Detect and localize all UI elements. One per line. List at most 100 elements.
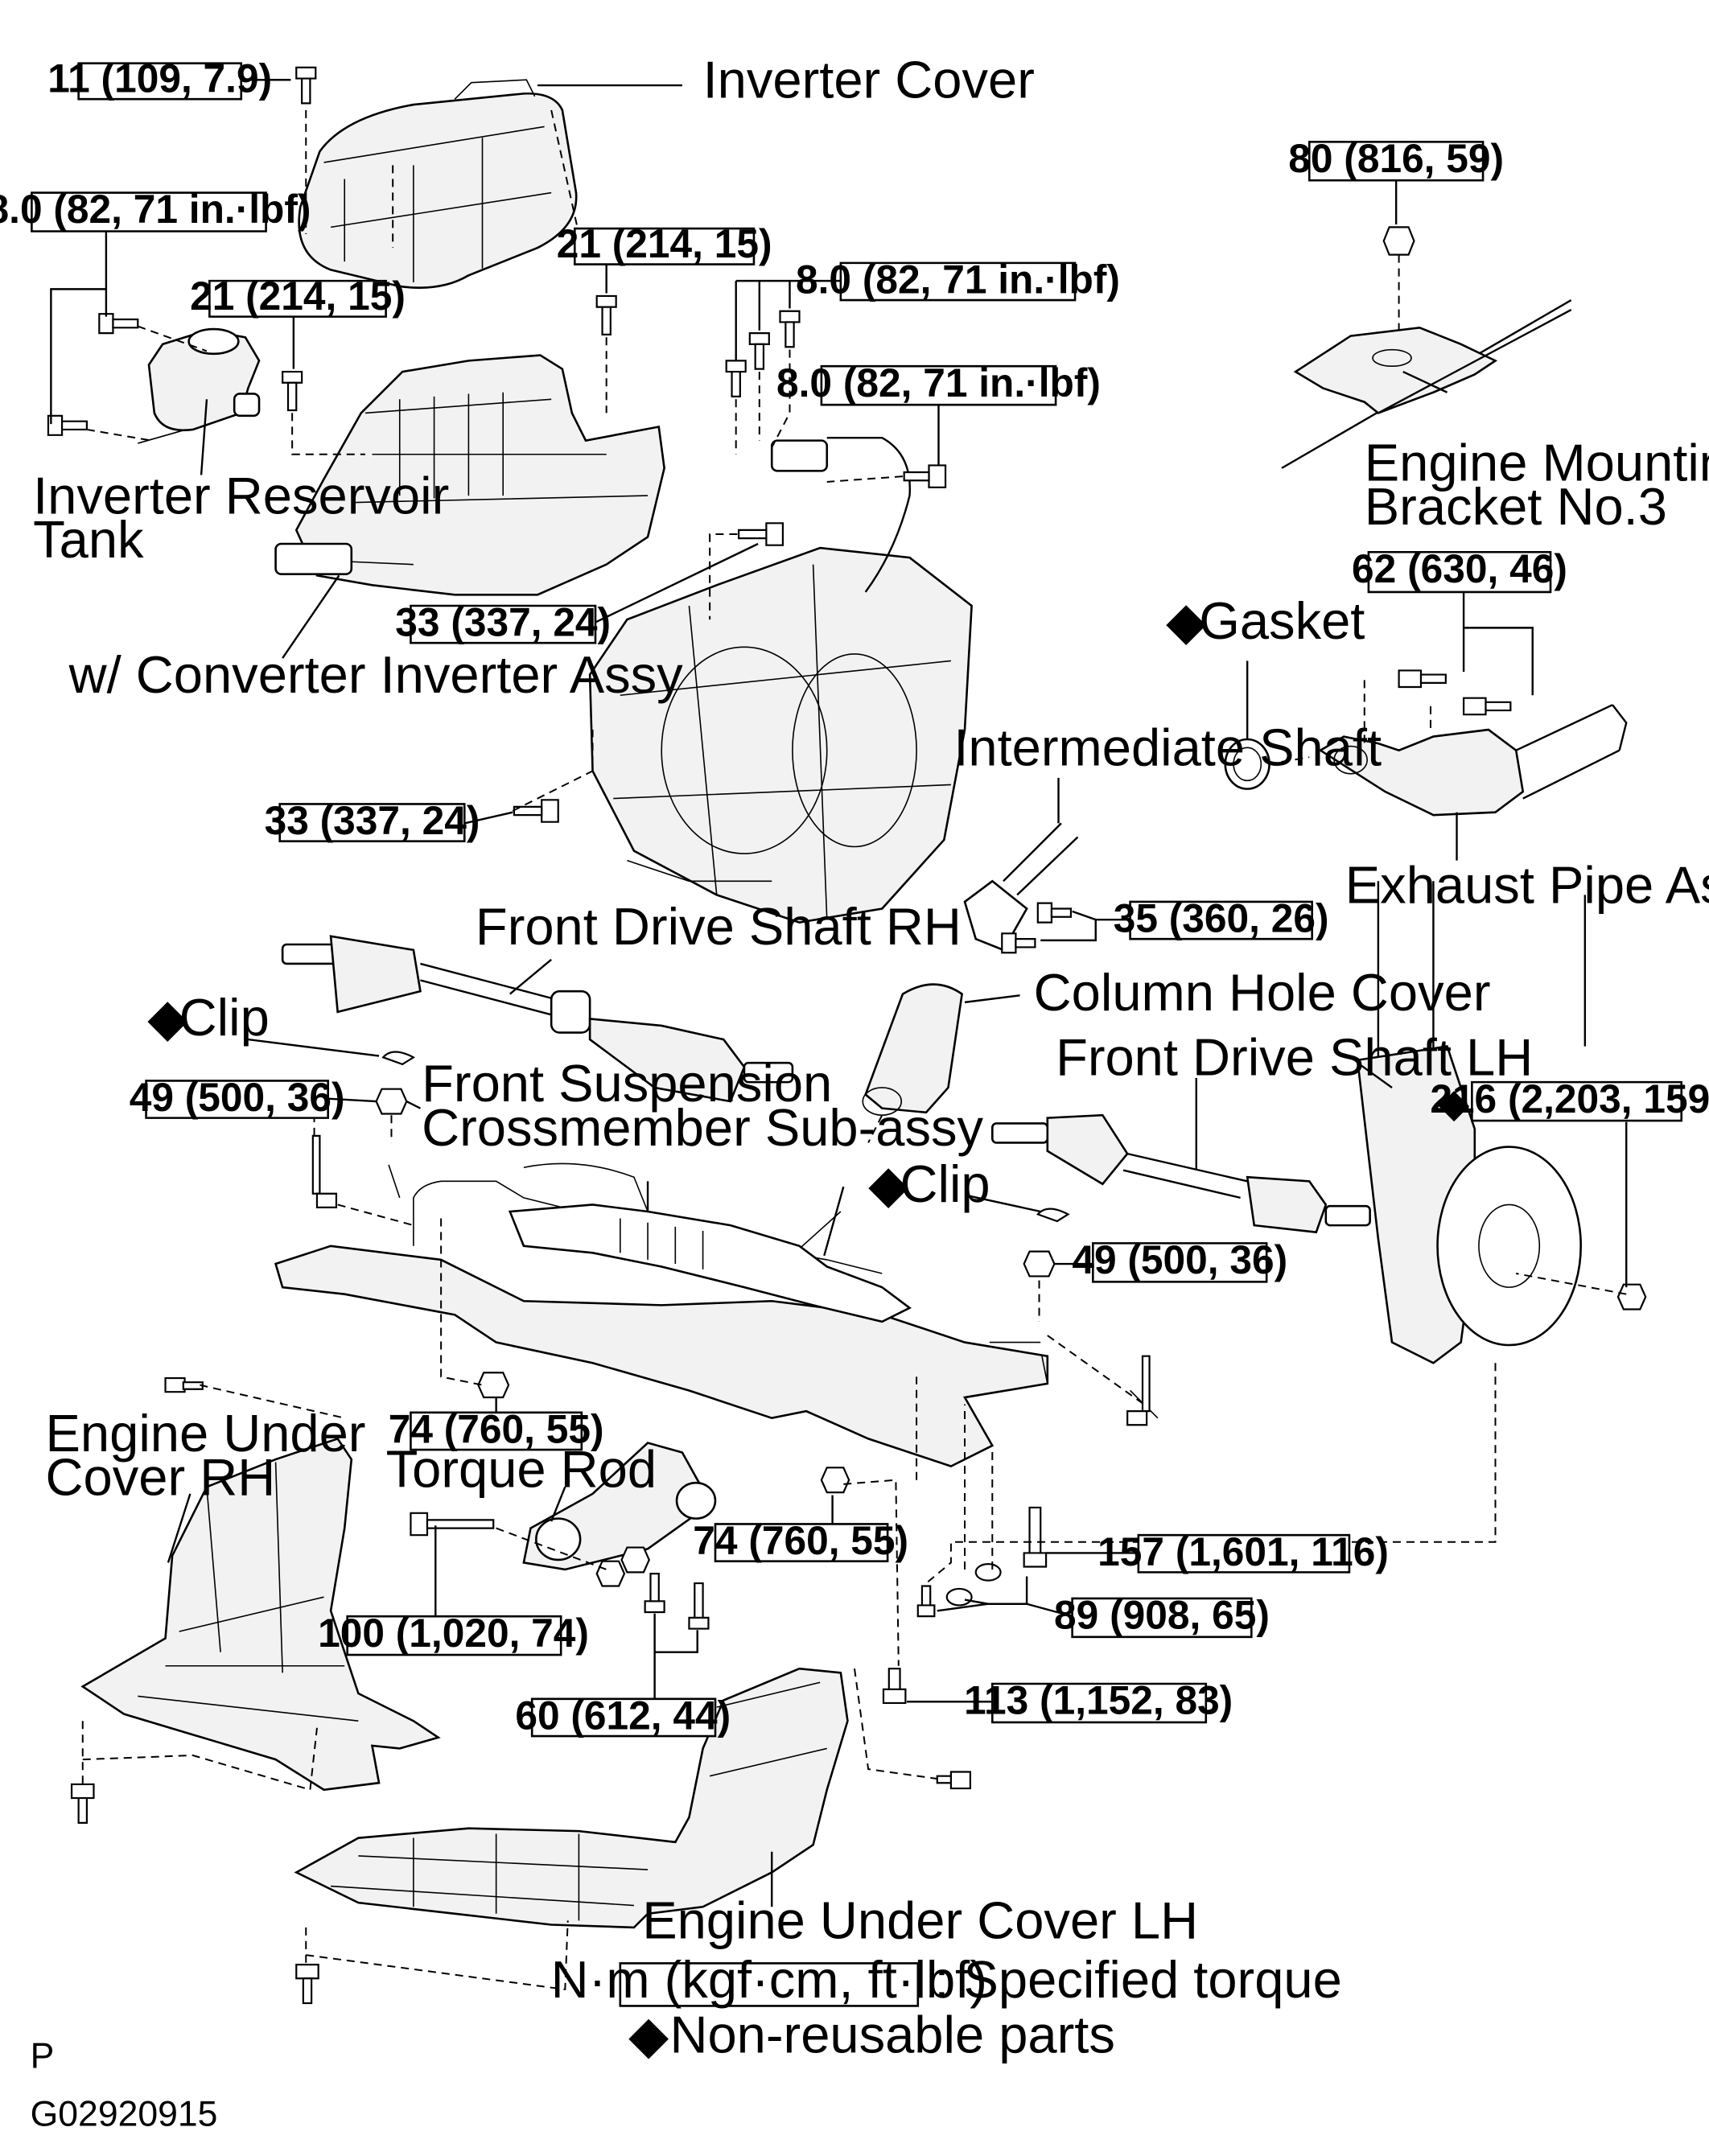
- svg-text:49 (500, 36): 49 (500, 36): [130, 1075, 345, 1120]
- label-inverter-reservoir-tank: Tank: [33, 510, 144, 569]
- torque-box-crossmember-bolt: 113 (1,152, 83): [964, 1678, 1233, 1723]
- svg-text:74 (760, 55): 74 (760, 55): [389, 1407, 604, 1452]
- bolt-icon: [739, 523, 783, 545]
- converter-inverter-assy-part: [276, 356, 665, 595]
- torque-box-inverter-cover: 11 (109, 7.9): [47, 56, 272, 101]
- engine-under-cover-rh-part: [83, 1438, 439, 1789]
- bolt-icon: [937, 1772, 970, 1789]
- svg-text:49 (500, 36): 49 (500, 36): [1072, 1237, 1287, 1282]
- bolt-icon: [645, 1574, 665, 1612]
- label-bracket-no3: Bracket No.3: [1365, 477, 1667, 536]
- bolt-icon: [750, 333, 769, 368]
- label-intermediate-shaft: Intermediate Shaft: [953, 718, 1382, 777]
- diamond-icon: ◆: [1166, 591, 1206, 650]
- torque-box-intermediate-shaft: 35 (360, 26): [1114, 896, 1329, 941]
- bolt-icon: [48, 416, 87, 435]
- stud-icon: [313, 1136, 336, 1208]
- legend-specified-torque: : Specified torque: [934, 1950, 1341, 2009]
- torque-box-torque-rod-bolt: 100 (1,020, 74): [318, 1611, 589, 1656]
- footer: P G02920915: [31, 2036, 218, 2133]
- clip-icon: [1038, 1209, 1069, 1221]
- fasteners: [48, 68, 1645, 2003]
- svg-text:33 (337, 24): 33 (337, 24): [395, 600, 611, 645]
- nut-icon: [622, 1548, 649, 1573]
- bolt-icon: [727, 360, 746, 396]
- nut-icon: [597, 1561, 624, 1586]
- label-cover-rh: Cover RH: [46, 1448, 276, 1507]
- exhaust-pipe-assy-part: [1320, 705, 1626, 815]
- torque-box-hub-nut: ◆ 216 (2,203, 159): [1430, 1076, 1709, 1125]
- bolt-icon: [410, 1513, 493, 1535]
- label-front-suspension: Front Suspension: [422, 1054, 832, 1113]
- transaxle-part: [590, 438, 971, 922]
- label-engine-under: Engine Under: [46, 1404, 366, 1463]
- nut-icon: [1384, 227, 1415, 254]
- diamond-icon: ◆: [868, 1154, 908, 1213]
- svg-text:74 (760, 55): 74 (760, 55): [693, 1518, 908, 1563]
- bolt-icon: [918, 1586, 935, 1616]
- nut-icon: [1618, 1285, 1645, 1310]
- engine-mounting-bracket-part: [1282, 300, 1571, 468]
- torque-box-inverter-right: 21 (214, 15): [557, 221, 772, 266]
- bolt-icon: [1464, 698, 1510, 715]
- bolt-icon: [1002, 933, 1035, 953]
- torque-spec-boxes: 11 (109, 7.9) 8.0 (82, 71 in.·lbf) 21 (2…: [0, 56, 1709, 1738]
- torque-box-inverter-left: 21 (214, 15): [190, 274, 406, 319]
- svg-text:113 (1,152, 83): 113 (1,152, 83): [964, 1678, 1233, 1723]
- torque-box-stabilizer-nut: 74 (760, 55): [389, 1407, 604, 1452]
- torque-box-ground-bolt: 8.0 (82, 71 in.·lbf): [776, 360, 1101, 405]
- torque-box-tie-rod-rh: 49 (500, 36): [130, 1075, 345, 1120]
- svg-text:80 (816, 59): 80 (816, 59): [1288, 136, 1504, 181]
- diamond-icon: ◆: [628, 2006, 669, 2064]
- bolt-icon: [166, 1378, 203, 1392]
- label-column-hole-cover: Column Hole Cover: [1034, 963, 1491, 1022]
- svg-text:216 (2,203, 159): 216 (2,203, 159): [1430, 1076, 1709, 1121]
- svg-text:8.0 (82, 71 in.·lbf): 8.0 (82, 71 in.·lbf): [776, 360, 1101, 405]
- torque-box-front-bolts: 89 (908, 65): [1054, 1593, 1270, 1638]
- bolt-icon: [1024, 1508, 1046, 1567]
- bolt-icon: [1399, 670, 1446, 687]
- front-drive-shaft-lh-part: [992, 1115, 1369, 1232]
- torque-box-connector-bolts: 8.0 (82, 71 in.·lbf): [796, 257, 1120, 302]
- svg-text:89 (908, 65): 89 (908, 65): [1054, 1593, 1270, 1638]
- legend-unit-text: N·m (kgf·cm, ft·lbf): [551, 1950, 987, 2009]
- torque-box-reservoir-bolts: 8.0 (82, 71 in.·lbf): [0, 187, 311, 232]
- torque-box-transaxle-lower: 33 (337, 24): [265, 798, 480, 843]
- label-inverter-cover: Inverter Cover: [703, 51, 1035, 109]
- nut-icon: [377, 1089, 407, 1114]
- torque-box-tie-rod-lh: 49 (500, 36): [1072, 1237, 1287, 1282]
- label-crossmember-sub-assy: Crossmember Sub-assy: [422, 1098, 983, 1157]
- label-converter-inverter-assy: w/ Converter Inverter Assy: [68, 645, 684, 704]
- bolt-icon: [597, 296, 616, 335]
- bolt-icon: [282, 372, 302, 410]
- figure-code: G02920915: [31, 2094, 218, 2133]
- torque-rod-part: [524, 1443, 715, 1570]
- label-clip-lh: Clip: [900, 1154, 990, 1213]
- svg-text:60 (612, 44): 60 (612, 44): [515, 1693, 731, 1738]
- svg-text:21 (214, 15): 21 (214, 15): [190, 274, 406, 319]
- nut-icon: [1024, 1252, 1055, 1277]
- svg-text:11 (109, 7.9): 11 (109, 7.9): [47, 56, 272, 101]
- label-inverter-reservoir: Inverter Reservoir: [33, 466, 449, 525]
- footer-p: P: [31, 2036, 55, 2076]
- svg-text:100 (1,020, 74): 100 (1,020, 74): [318, 1611, 589, 1656]
- legend-non-reusable: Non-reusable parts: [669, 2006, 1114, 2064]
- column-hole-cover-part: [863, 985, 962, 1116]
- bolt-icon: [99, 314, 138, 333]
- washer-icon: [976, 1564, 1001, 1581]
- label-torque-rod: Torque Rod: [386, 1439, 657, 1498]
- label-front-drive-shaft-lh: Front Drive Shaft LH: [1056, 1028, 1533, 1087]
- leader-lines: [51, 80, 1626, 1989]
- diamond-icon: ◆: [147, 988, 187, 1047]
- legend-unit-box: [620, 1963, 918, 2006]
- svg-text:33 (337, 24): 33 (337, 24): [265, 798, 480, 843]
- svg-text:35 (360, 26): 35 (360, 26): [1114, 896, 1329, 941]
- label-gasket: Gasket: [1199, 591, 1365, 650]
- nut-icon: [478, 1372, 509, 1397]
- bolt-icon: [296, 1965, 318, 2003]
- bolt-icon: [514, 800, 558, 821]
- bolt-icon: [883, 1668, 905, 1703]
- torque-box-torque-rod-bracket: 60 (612, 44): [515, 1693, 731, 1738]
- bolt-icon: [904, 465, 945, 487]
